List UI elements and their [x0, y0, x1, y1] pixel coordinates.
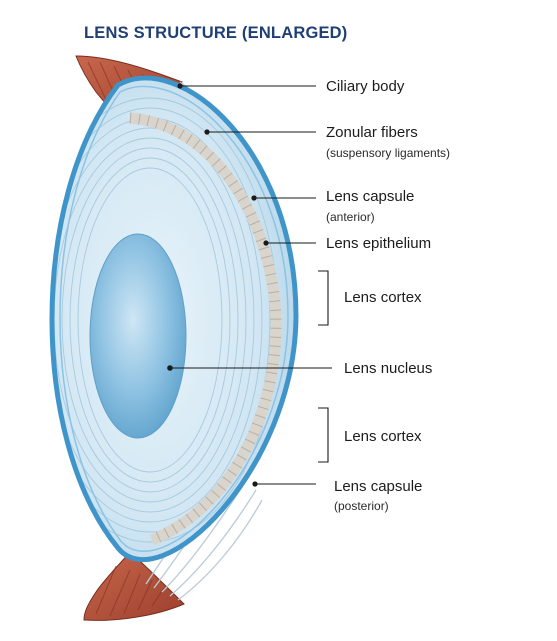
label-lens-cortex-lower: Lens cortex — [344, 428, 422, 445]
diagram-title: LENS STRUCTURE (ENLARGED) — [84, 24, 348, 43]
ciliary-body-bottom — [84, 552, 184, 620]
label-lens-epithelium: Lens epithelium — [326, 235, 431, 252]
label-zonular-fibers-sub: (suspensory ligaments) — [326, 146, 450, 160]
label-lens-cortex-upper: Lens cortex — [344, 289, 422, 306]
label-lens-nucleus: Lens nucleus — [344, 360, 432, 377]
label-lens-capsule-posterior: Lens capsule — [334, 478, 422, 495]
label-lens-capsule-posterior-sub: (posterior) — [334, 499, 389, 513]
label-ciliary-body: Ciliary body — [326, 78, 404, 95]
label-lens-capsule-anterior-sub: (anterior) — [326, 210, 375, 224]
label-lens-capsule-anterior: Lens capsule — [326, 188, 414, 205]
lens-nucleus-shape — [90, 234, 186, 438]
label-zonular-fibers: Zonular fibers — [326, 124, 418, 141]
